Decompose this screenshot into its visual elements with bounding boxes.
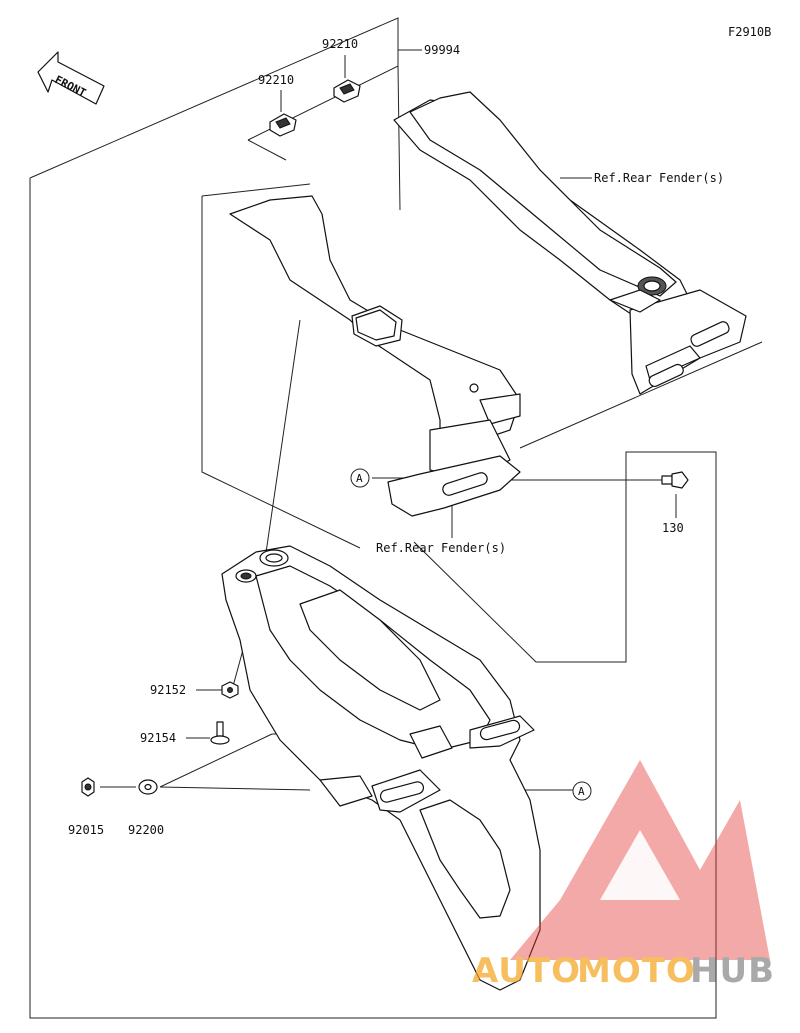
watermark-hub: HUB (690, 951, 775, 991)
label-130: 130 (662, 521, 684, 535)
bolt-130 (661, 471, 689, 489)
side-bracket (229, 195, 521, 517)
label-99994: 99994 (424, 43, 460, 57)
watermark-auto: AUTO (472, 951, 581, 991)
front-arrow-icon: FRONT (37, 51, 105, 105)
svg-text:A: A (356, 472, 363, 485)
watermark-moto: MOTO (577, 951, 696, 991)
figure-code: F2910B (728, 25, 771, 39)
label-92200: 92200 (128, 823, 164, 837)
label-92210-a: 92210 (258, 73, 294, 87)
screw-92154 (210, 721, 230, 745)
nut-92152 (221, 681, 239, 699)
clip-92210-b (333, 79, 361, 103)
rear-fender-ref-upper (393, 91, 747, 395)
label-92152: 92152 (150, 683, 186, 697)
label-92154: 92154 (140, 731, 176, 745)
callout-a-upper: A (350, 468, 370, 488)
nut-92015 (81, 777, 95, 797)
rear-fender-lower (221, 545, 541, 991)
label-92210-b: 92210 (322, 37, 358, 51)
label-ref-rear-fender-upper: Ref.Rear Fender(s) (594, 171, 724, 185)
svg-text:A: A (578, 785, 585, 798)
label-ref-rear-fender-mid: Ref.Rear Fender(s) (376, 541, 506, 555)
clip-92210-a (269, 113, 297, 137)
automotohub-watermark: AUTO MOTO HUB (472, 760, 775, 991)
assembly-frame (29, 178, 717, 1019)
callout-a-lower: A (572, 781, 592, 801)
washer-92200 (138, 779, 158, 795)
label-92015: 92015 (68, 823, 104, 837)
